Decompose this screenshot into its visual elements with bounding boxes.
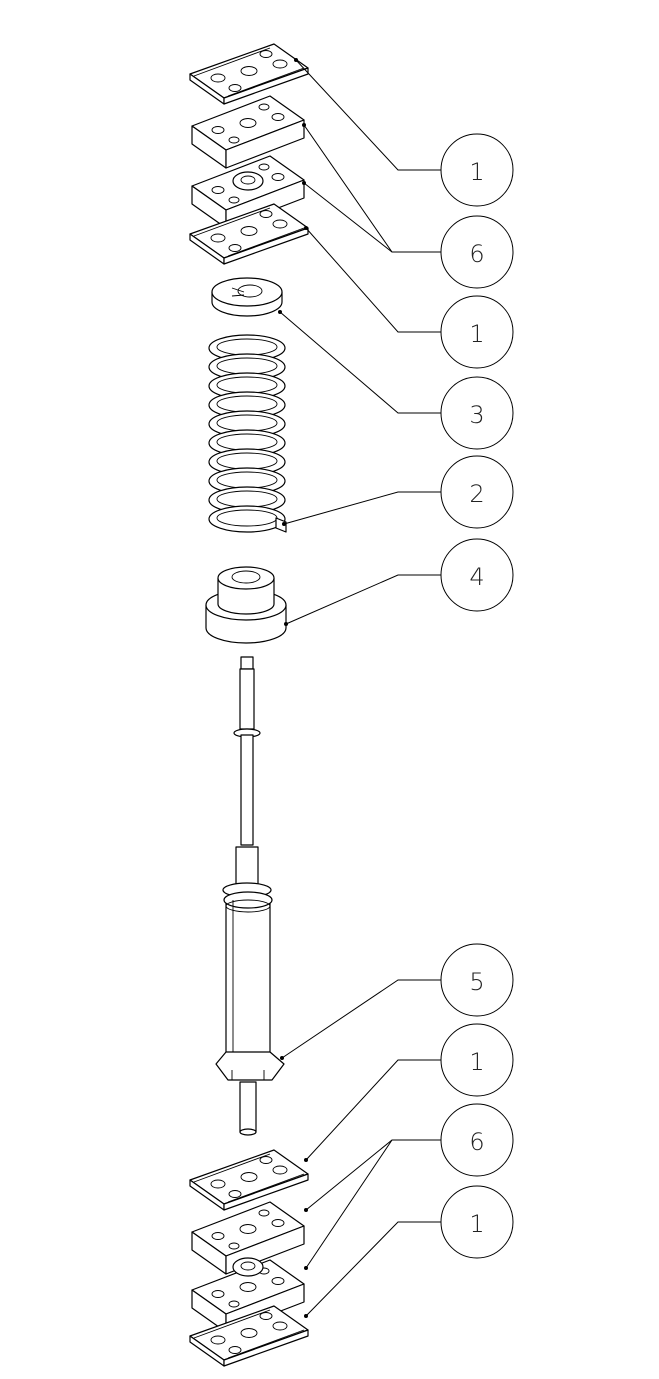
callout-number: 3 bbox=[469, 401, 484, 429]
callout-3: 3 bbox=[440, 376, 514, 450]
callout-6-bottom: 6 bbox=[440, 1103, 514, 1177]
callout-number: 4 bbox=[469, 563, 484, 591]
callout-number: 6 bbox=[469, 240, 484, 268]
spring-seat bbox=[211, 277, 283, 317]
lower-block-plate-2 bbox=[191, 1257, 305, 1333]
callout-2: 2 bbox=[440, 455, 514, 529]
callout-number: 1 bbox=[469, 320, 484, 348]
callout-1-lower: 1 bbox=[440, 1023, 514, 1097]
coil-spring bbox=[208, 334, 287, 533]
callout-number: 1 bbox=[469, 158, 484, 186]
callout-number: 5 bbox=[469, 968, 484, 996]
callout-5: 5 bbox=[440, 943, 514, 1017]
spring-cup bbox=[205, 566, 287, 644]
callout-number: 1 bbox=[469, 1048, 484, 1076]
callout-1-bottom: 1 bbox=[440, 1185, 514, 1259]
spring-end bbox=[275, 517, 287, 533]
callout-number: 1 bbox=[469, 1210, 484, 1238]
upper-thin-plate-top bbox=[189, 43, 309, 105]
lower-thin-plate-top bbox=[189, 1149, 309, 1211]
upper-block-plate-2 bbox=[191, 155, 305, 229]
spring-coil bbox=[208, 505, 286, 533]
callout-4: 4 bbox=[440, 538, 514, 612]
callout-1-upper: 1 bbox=[440, 295, 514, 369]
callout-number: 2 bbox=[469, 480, 484, 508]
damper-rod bbox=[215, 656, 285, 1136]
callout-6-top: 6 bbox=[440, 215, 514, 289]
leader-lines bbox=[278, 58, 441, 1318]
callout-1-top: 1 bbox=[440, 133, 514, 207]
callout-number: 6 bbox=[469, 1128, 484, 1156]
upper-block-plate-1 bbox=[191, 95, 305, 169]
